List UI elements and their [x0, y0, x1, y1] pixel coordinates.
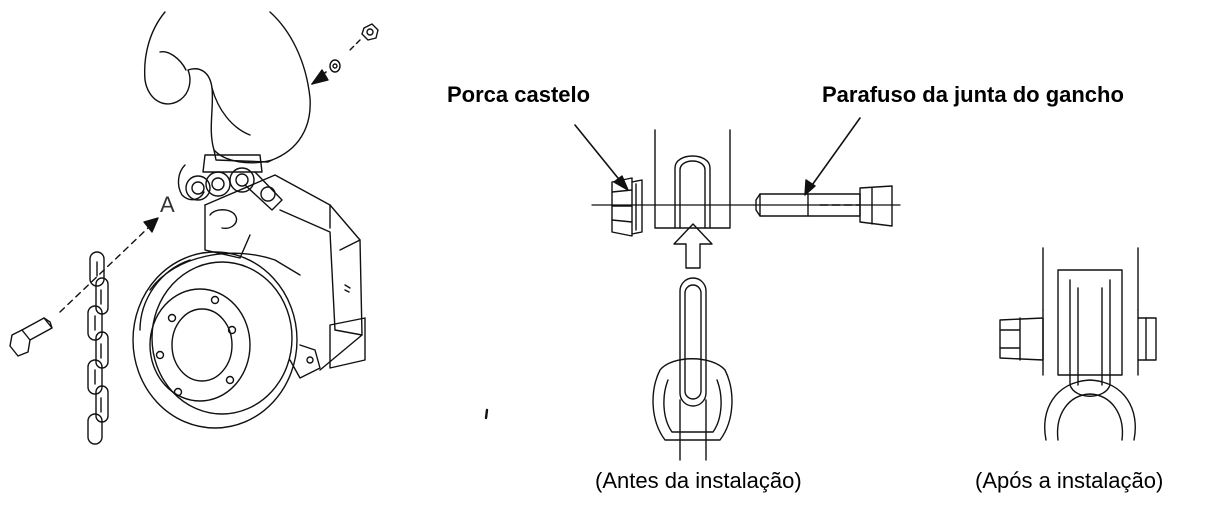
stray-mark	[484, 408, 489, 420]
before-installation-diagram	[574, 117, 901, 461]
castle-nut-pointer	[574, 124, 623, 184]
bolt-pointer	[809, 117, 861, 189]
after-caption: (Após a instalação)	[975, 468, 1164, 493]
nut-washer-icon	[311, 23, 379, 85]
bolt-icon	[9, 317, 53, 357]
hook-icon	[143, 11, 311, 164]
castle-nut-icon	[611, 177, 643, 237]
hook-plates-icon	[654, 129, 731, 229]
up-arrow-icon	[673, 223, 713, 269]
point-a-label: A	[160, 192, 175, 217]
hook-joint-bolt-icon	[755, 185, 893, 227]
castle-nut-label: Porca castelo	[447, 82, 591, 107]
chain-link-icon	[652, 277, 733, 461]
chain-icon	[87, 251, 109, 445]
hoist-illustration	[9, 11, 379, 445]
hook-joint-bolt-label: Parafuso da junta do gancho	[822, 82, 1124, 107]
after-installation-diagram	[999, 247, 1157, 441]
insertion-line	[59, 227, 149, 313]
hoist-body-icon	[132, 174, 366, 429]
before-caption: (Antes da instalação)	[595, 468, 802, 493]
hook-joint-icon	[177, 154, 283, 211]
insertion-arrow-icon	[143, 217, 159, 233]
